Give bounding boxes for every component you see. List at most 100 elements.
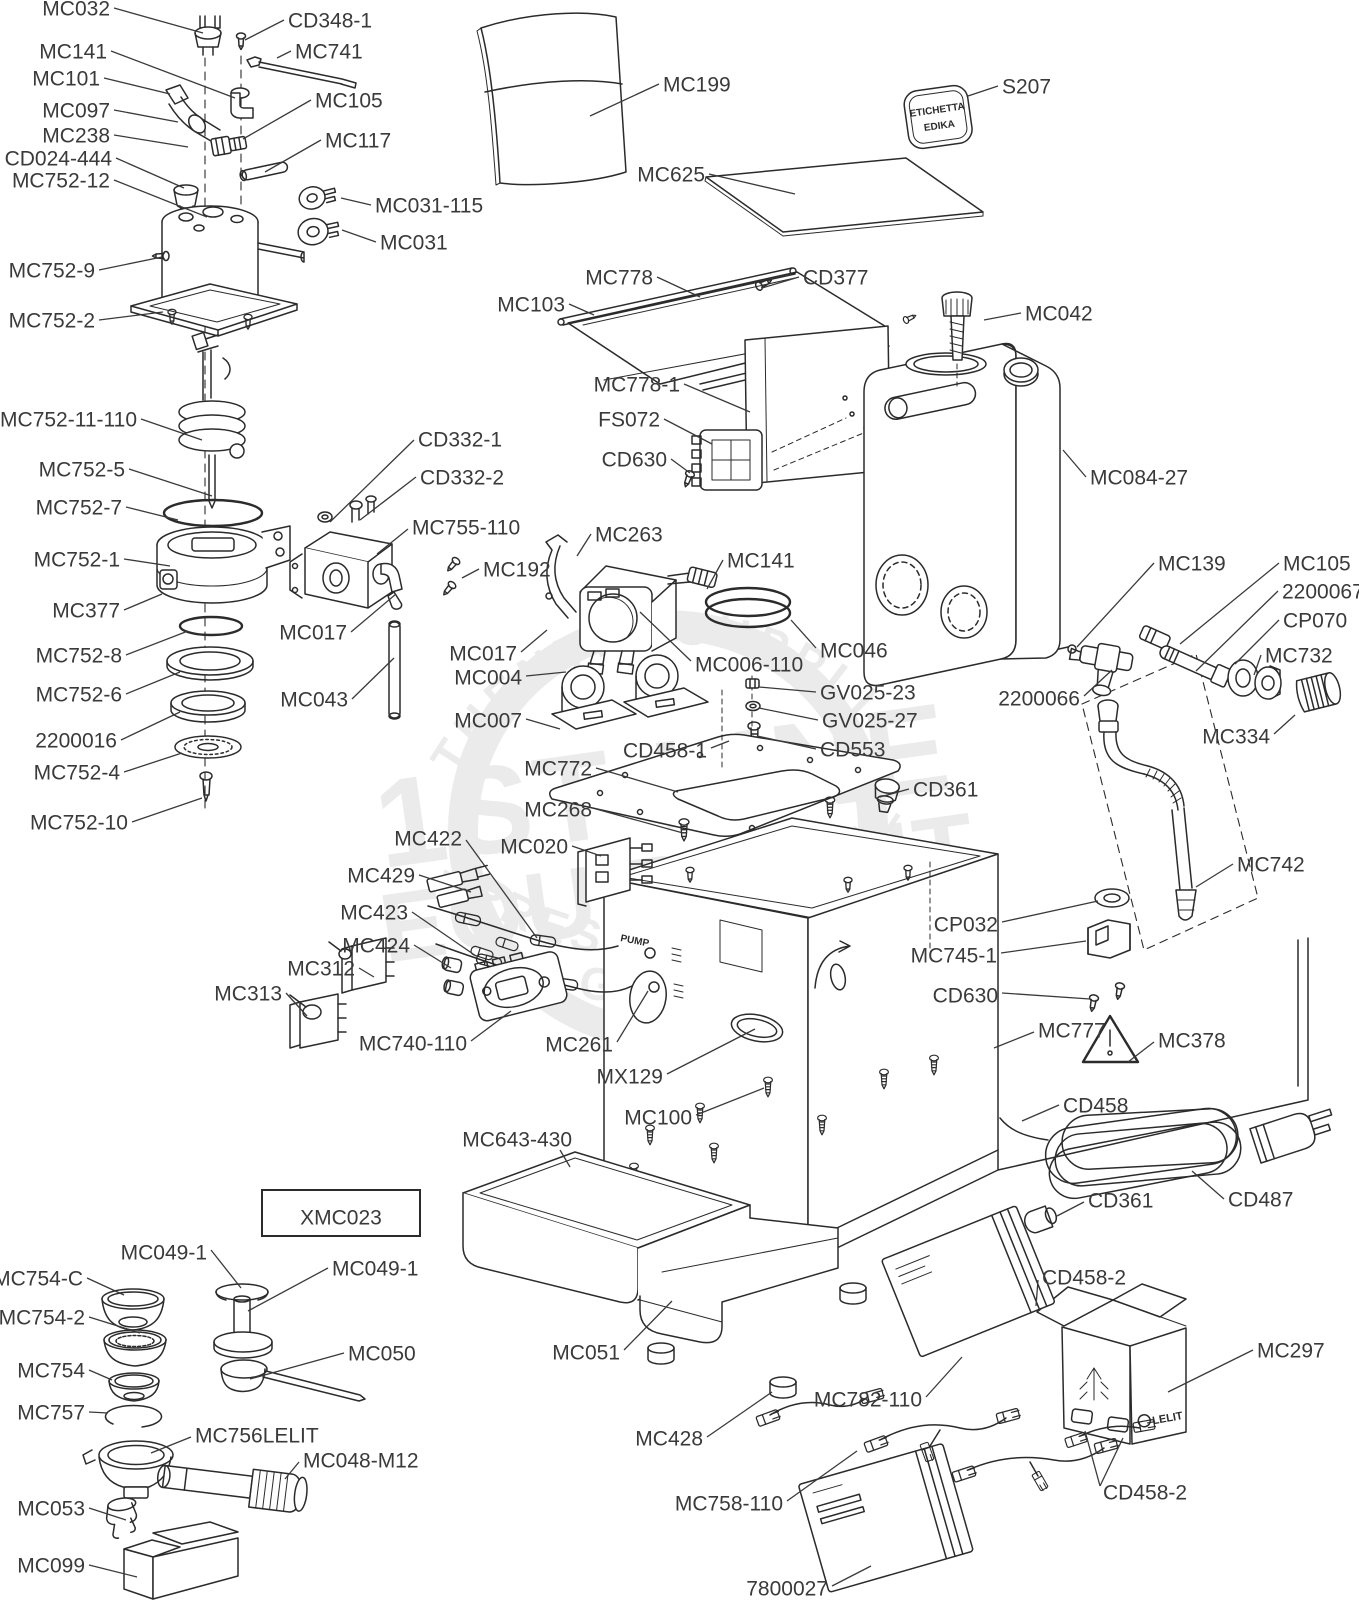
part-label-MC313-62: MC313 [214,983,282,1006]
leader-line-MC334 [1273,714,1296,735]
part-label-CD332-2-26: CD332-2 [420,467,504,490]
leader-line-MC742 [1195,863,1234,888]
part-label-MC103-36: MC103 [497,294,565,317]
leader-line-MC053 [88,1507,127,1521]
part-label-GV025-27-50: GV025-27 [822,710,918,733]
leader-line-MC423 [411,911,477,957]
part-label-MC042-37: MC042 [1025,303,1093,326]
leader-line-MC042 [983,312,1022,321]
leader-line-MC429 [418,874,472,893]
switches-wiring-drawing [289,837,653,1049]
top-sheet-drawing [704,157,984,237]
leader-line-2200066 [1083,669,1113,697]
part-label-MC752-6-21: MC752-6 [36,684,122,707]
part-label-CD458-86: CD458 [1063,1095,1128,1118]
part-label-2200067-75: 2200067 [1282,581,1359,604]
leader-line-MC754-C [86,1277,125,1296]
part-label-MC752-5-16: MC752-5 [39,459,125,482]
part-label-MC752-7-17: MC752-7 [36,497,122,520]
leader-line-MC752-10 [131,797,203,823]
part-label-MC334-79: MC334 [1202,726,1270,749]
base-plate-drawing [549,733,901,842]
part-label-MC752-1-18: MC752-1 [34,549,120,572]
leader-line-CD458-2 [1099,1437,1124,1487]
switch-mc313 [289,993,347,1049]
part-label-CD630-83: CD630 [933,985,998,1008]
part-label-MC423-59: MC423 [340,902,408,925]
part-label-CD487-87: CD487 [1228,1189,1293,1212]
part-label-MC758-110-71: MC758-110 [675,1493,783,1516]
part-label-MC378-85: MC378 [1158,1030,1226,1053]
leader-line-MC752-11-110 [140,418,203,441]
part-label-CD361-88: CD361 [1088,1190,1153,1213]
leader-line-MC758-110 [786,1450,858,1502]
leader-line-MC049-1 [247,1267,329,1312]
part-label-MC105-5: MC105 [315,90,383,113]
part-label-CP032-81: CP032 [934,914,998,937]
part-label-CD024-444-9: CD024-444 [5,148,113,171]
leader-line-2200016 [120,711,181,741]
part-label-MC238-7: MC238 [42,125,110,148]
leader-line-MC752-5 [128,468,213,497]
leader-line-MC377 [123,593,163,611]
part-label-MC312-61: MC312 [287,958,355,981]
leader-line-MC297 [1167,1349,1254,1393]
leader-line-MC046 [790,619,817,649]
leader-line-MC043 [351,657,395,700]
leader-line-CD553 [756,735,817,750]
leader-line-MC778 [656,276,701,298]
leader-line-CD361 [1056,1201,1085,1217]
leader-line-MC105 [1179,562,1280,645]
leader-line-MC099 [88,1564,138,1578]
part-label-MC117-8: MC117 [325,130,391,153]
leader-line-CD024-444 [115,157,185,189]
edika-sticker-drawing: ETICHETTA EDIKA [903,84,973,150]
boiler-assembly-drawing [130,15,357,811]
leader-line-MC752-1 [123,558,171,567]
leader-line-MC424 [413,944,452,969]
part-label-MX129-65: MX129 [596,1066,663,1089]
power-cord-drawing [999,1107,1333,1234]
part-label-MC101-4: MC101 [32,68,100,91]
leader-line-MC084-27 [1062,449,1087,478]
part-label-MC424-60: MC424 [342,935,410,958]
leader-line-2200067 [1195,590,1279,672]
part-label-MC752-9-13: MC752-9 [9,260,95,283]
leader-line-CD348-1 [244,19,285,41]
leader-line-MC117 [264,139,322,173]
part-label-CD361-55: CD361 [913,779,978,802]
leader-line-MC006-110 [639,611,692,662]
sticker-line2: EDIKA [923,119,955,134]
leader-line-MC752-6 [125,671,181,695]
part-label-MC377-19: MC377 [52,600,120,623]
part-label-MC007-47: MC007 [454,710,522,733]
leader-line-MC097 [113,109,179,123]
part-label-MC097-6: MC097 [42,100,110,123]
leader-line-CD630 [670,458,691,474]
leader-line-CP070 [1234,619,1280,665]
part-label-MC046-44: MC046 [820,640,888,663]
leader-line-MC032 [113,7,204,34]
part-label-MC752-8-20: MC752-8 [36,645,122,668]
part-label-MC428-69: MC428 [635,1428,703,1451]
leader-line-MC756LELIT [150,1436,192,1454]
part-label-MC141-43: MC141 [727,550,795,573]
leader-line-CD630 [1001,992,1091,1000]
part-label-MC192-28: MC192 [483,559,551,582]
part-label-MC050-99: MC050 [348,1343,416,1366]
leader-line-MC007 [525,718,561,730]
part-label-CD458-2-89: CD458-2 [1042,1267,1126,1290]
part-label-MC199-31: MC199 [663,74,731,97]
leader-line-MC103 [568,303,595,316]
leader-line-MC004 [525,671,567,677]
part-label-MC752-12-10: MC752-12 [12,170,110,193]
leader-line-MC625 [708,173,796,195]
drip-tray-drawing [462,1151,839,1344]
leader-line-CD458 [1021,1104,1060,1122]
leader-line-MC049-1 [210,1249,242,1289]
part-label-CP070-76: CP070 [1283,610,1347,633]
wiring-harness-drawing [755,1387,1157,1493]
leader-line-MC051 [623,1300,673,1351]
part-label-MC740-110-63: MC740-110 [359,1033,467,1056]
part-label-CD630-40: CD630 [602,449,667,472]
